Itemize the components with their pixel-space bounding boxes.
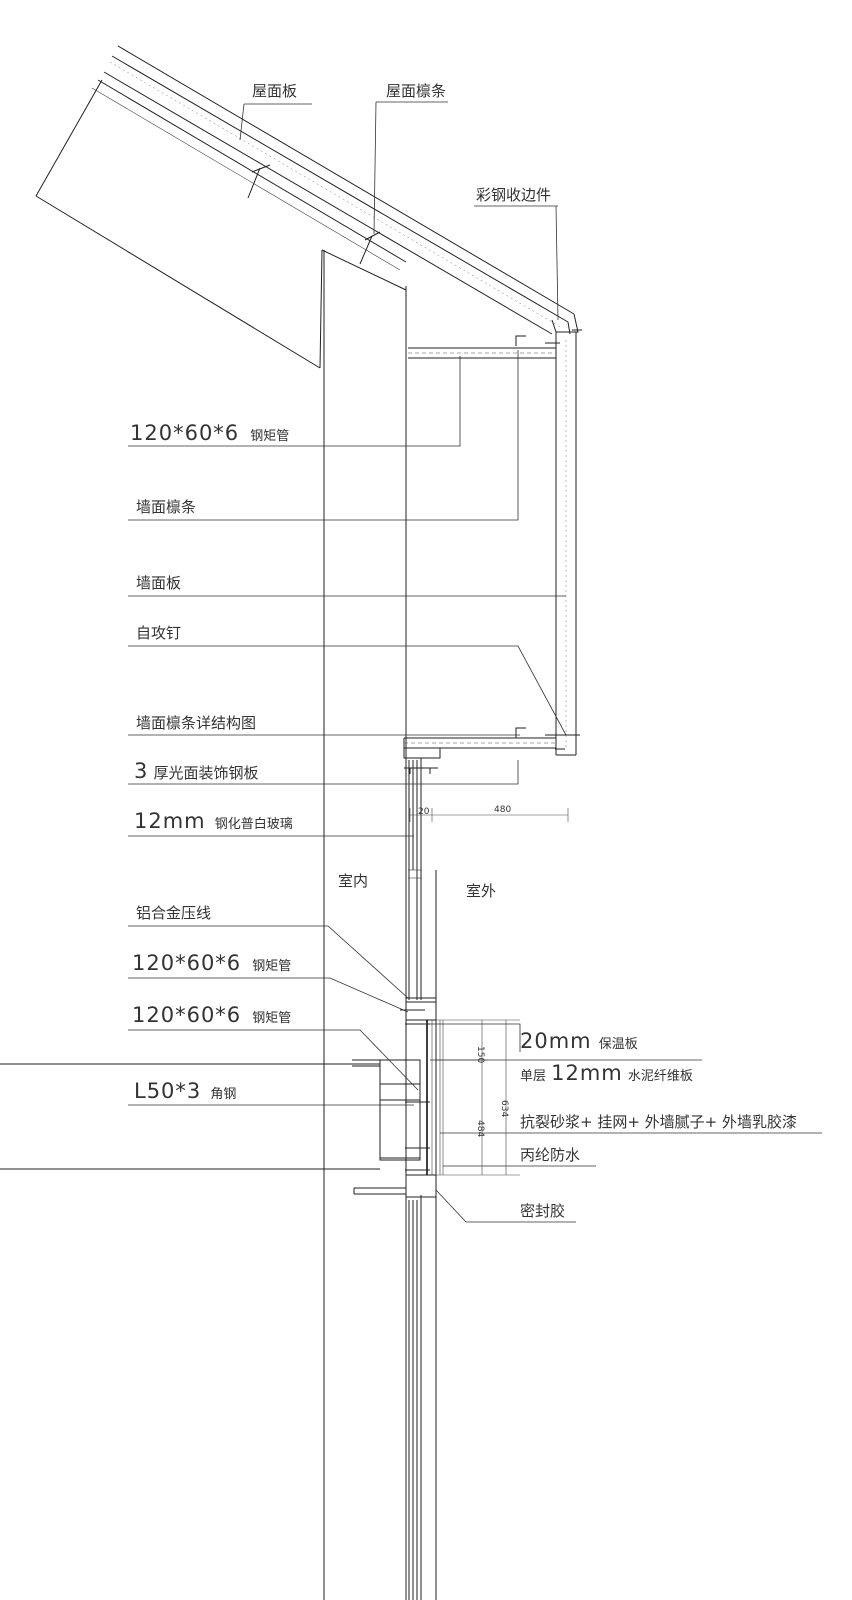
lower-assembly [352,997,444,1198]
label-tube-b-txt: 钢矩管 [252,959,291,974]
label-tube-c: 120*60*6 钢矩管 [132,1003,291,1027]
leader-lines [128,101,822,1223]
label-tube-b: 120*60*6 钢矩管 [132,951,291,975]
label-tube-c-num: 120*60*6 [132,1003,241,1027]
label-tube-c-txt: 钢矩管 [252,1011,291,1026]
label-tube-a-num: 120*60*6 [130,421,239,445]
dim-480: 480 [494,805,511,815]
label-wall-panel: 墙面板 [136,574,181,592]
label-wall-purlin: 墙面檩条 [136,498,196,516]
label-cement-txt: 水泥纤维板 [628,1069,693,1084]
label-insulation: 20mm 保温板 [520,1029,638,1053]
roof-slope [35,45,579,369]
label-tube-b-num: 120*60*6 [132,951,241,975]
dim-150: 150 [475,1046,485,1063]
label-deco-txt: 厚光面装饰钢板 [153,764,258,782]
label-glass-num: 12mm [134,809,206,833]
label-cement-num: 12mm [551,1061,623,1085]
floor-slab [0,1063,380,1170]
wall-verticals [323,250,437,1600]
label-deco-num: 3 [134,759,148,783]
label-screw: 自攻钉 [136,624,181,642]
dim-484: 484 [475,1120,485,1137]
label-steel-trim: 彩钢收边件 [476,186,551,204]
label-cement-board: 单层 12mm 水泥纤维板 [520,1061,693,1085]
soffit-top [408,335,556,359]
dimension-lines [409,808,569,1176]
dim-20: 20 [418,807,430,817]
label-purlin-detail: 墙面檩条详结构图 [136,714,256,732]
wall-panel [545,329,582,756]
label-angle: L50*3 角钢 [134,1079,236,1103]
label-angle-txt: 角钢 [210,1087,236,1102]
label-angle-num: L50*3 [134,1079,201,1103]
label-glass: 12mm 钢化普白玻璃 [134,809,293,833]
label-alu-strip: 铝合金压线 [136,904,211,922]
label-insul-txt: 保温板 [599,1037,638,1052]
label-tube-a: 120*60*6 钢矩管 [130,421,289,445]
label-sealant: 密封胶 [520,1202,565,1220]
dim-634: 634 [499,1100,509,1117]
label-tube-a-txt: 钢矩管 [250,429,289,444]
label-glass-txt: 钢化普白玻璃 [215,816,293,832]
label-mortar: 抗裂砂浆+ 挂网+ 外墙腻子+ 外墙乳胶漆 [520,1113,797,1131]
label-outdoor: 室外 [466,882,496,900]
label-roof-panel: 屋面板 [252,82,297,100]
label-insul-num: 20mm [520,1029,592,1053]
label-waterproof: 丙纶防水 [520,1146,580,1164]
label-deco-plate: 3 厚光面装饰钢板 [134,759,258,783]
label-cement-pre: 单层 [520,1069,546,1084]
label-roof-purlin: 屋面檩条 [386,82,446,100]
label-indoor: 室内 [338,872,368,890]
